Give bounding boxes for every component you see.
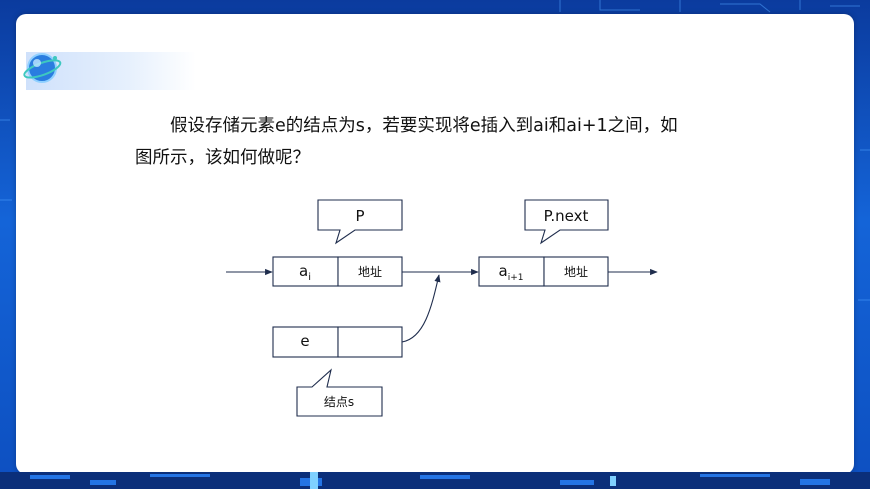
callout-s-shape	[296, 368, 383, 417]
node-e-data-label: e	[300, 332, 309, 350]
node-e-addr-cell	[337, 326, 403, 358]
question-paragraph: 假设存储元素e的结点为s，若要实现将e插入到ai和ai+1之间，如 图所示，该如…	[135, 110, 745, 174]
node-ai-data-label: ai	[299, 262, 311, 283]
node-ai-addr-label: 地址	[358, 265, 382, 279]
callout-s-label: 结点s	[324, 395, 354, 409]
callout-p-label: P	[355, 207, 364, 225]
node-ai1-addr-cell	[543, 256, 609, 287]
node-ai-subscript: i	[308, 272, 311, 283]
node-ai-data-text: a	[299, 262, 308, 280]
node-ai1-subscript: i+1	[508, 273, 524, 283]
node-ai1-data-cell	[478, 256, 545, 287]
node-ai-data-cell	[272, 256, 339, 287]
arrow-e-to-link	[401, 274, 441, 343]
bottom-decoration	[0, 472, 870, 489]
node-ai1-addr-label: 地址	[564, 265, 588, 279]
callout-p-shape	[317, 199, 403, 245]
callout-pnext-shape	[524, 199, 609, 245]
node-ai1-data-label: ai+1	[499, 262, 524, 283]
paragraph-line-1: 假设存储元素e的结点为s，若要实现将e插入到ai和ai+1之间，如	[170, 116, 678, 136]
callout-pnext-label: P.next	[544, 207, 589, 225]
slide-card	[16, 14, 854, 474]
globe-icon	[23, 53, 62, 83]
node-e-data-cell	[272, 326, 339, 358]
node-ai1-data-text: a	[499, 262, 508, 280]
paragraph-line-2: 图所示，该如何做呢？	[135, 148, 310, 168]
